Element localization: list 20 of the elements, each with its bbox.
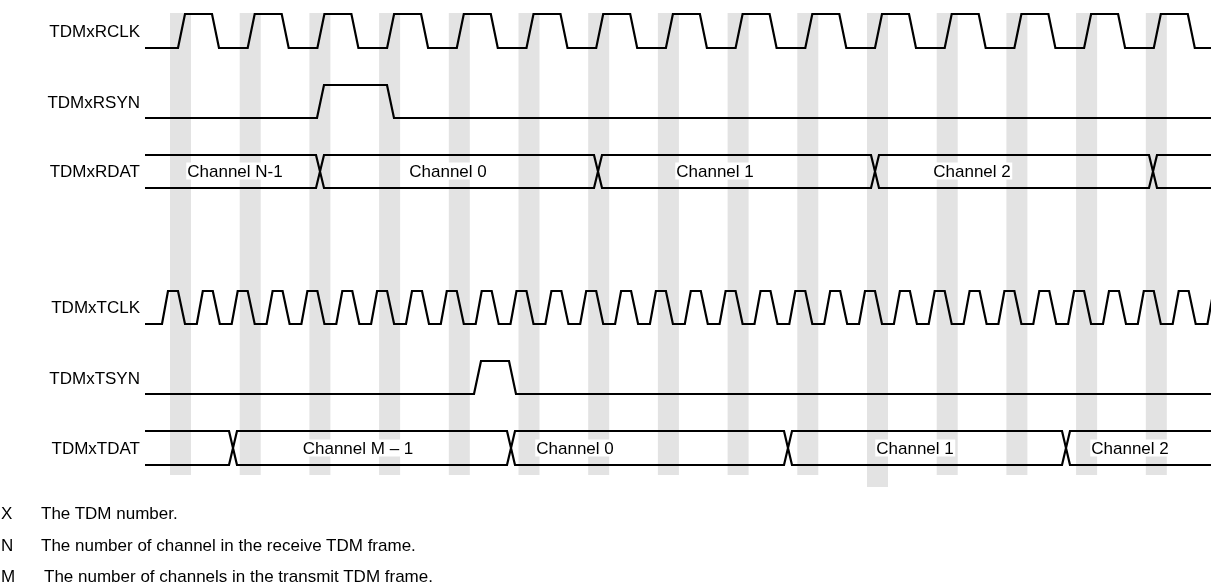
note-symbol: X [0,504,14,522]
note-text: The number of channels in the transmit TDM frame. [43,567,434,583]
channel-label: Channel N-1 [186,162,284,180]
signal-name: TDMxRCLK [48,22,141,40]
signal-name: TDMxRSYN [46,93,141,111]
channel-label: Channel 2 [932,162,1012,180]
note-text: The TDM number. [40,504,179,522]
channel-label: Channel 2 [1090,439,1170,457]
channel-label: Channel 0 [408,162,488,180]
channel-label: Channel 1 [675,162,755,180]
signal-name: TDMxTSYN [48,369,141,387]
signal-name: TDMxTCLK [50,298,141,316]
note-symbol: N [0,536,15,554]
note-text: The number of channel in the receive TDM frame. [40,536,417,554]
signal-name: TDMxRDAT [48,162,141,180]
signal-name: TDMxTDAT [50,439,141,457]
channel-label: Channel 0 [535,439,615,457]
channel-label: Channel M – 1 [301,439,415,457]
channel-label: Channel 1 [875,439,955,457]
note-symbol: M [0,567,17,583]
